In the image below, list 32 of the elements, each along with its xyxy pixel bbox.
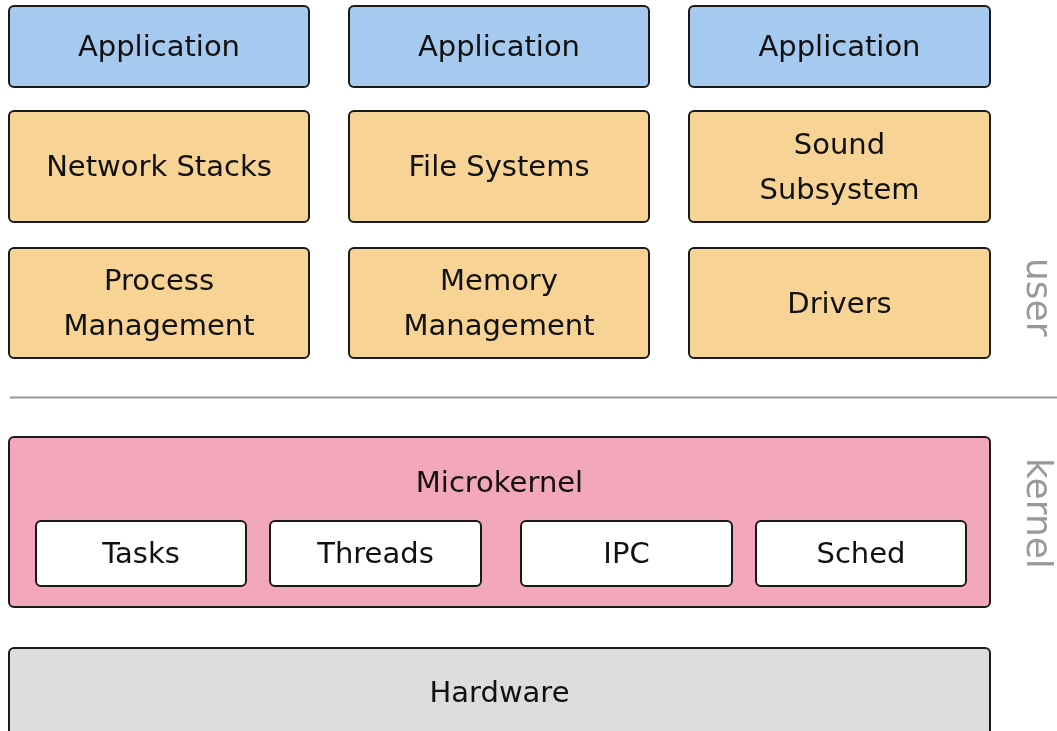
application-box bbox=[688, 5, 991, 88]
component-box bbox=[755, 520, 967, 587]
node-label: Network Stacks bbox=[46, 148, 272, 186]
node-label: Tasks bbox=[102, 535, 180, 573]
subsystem-box bbox=[8, 247, 310, 359]
node-label: Application bbox=[758, 28, 921, 66]
hardware-box bbox=[8, 647, 991, 731]
subsystem-box bbox=[348, 110, 650, 223]
subsystem-box bbox=[8, 110, 310, 223]
node-label: Sound Subsystem bbox=[758, 125, 921, 208]
node-label: File Systems bbox=[408, 148, 590, 186]
application-box bbox=[348, 5, 650, 88]
node-label: Hardware bbox=[429, 673, 570, 711]
node-label: Application bbox=[77, 28, 240, 66]
layer-label: user bbox=[1021, 258, 1057, 337]
layer-label: kernel bbox=[1021, 458, 1057, 569]
subsystem-box bbox=[688, 110, 991, 223]
node-label: Sched bbox=[816, 535, 906, 573]
node-label: Process Management bbox=[62, 262, 256, 344]
subsystem-box bbox=[348, 247, 650, 359]
subsystem-box bbox=[688, 247, 991, 359]
node-label: Application bbox=[417, 28, 580, 66]
node-label: Threads bbox=[317, 535, 434, 573]
component-box bbox=[520, 520, 733, 587]
component-box bbox=[269, 520, 482, 587]
kernel-box bbox=[8, 436, 991, 608]
node-label: Memory Management bbox=[402, 262, 596, 344]
component-box bbox=[35, 520, 247, 587]
node-label: IPC bbox=[603, 535, 650, 573]
application-box bbox=[8, 5, 310, 88]
node-label: Drivers bbox=[787, 284, 892, 322]
node-label: Microkernel bbox=[415, 464, 584, 501]
